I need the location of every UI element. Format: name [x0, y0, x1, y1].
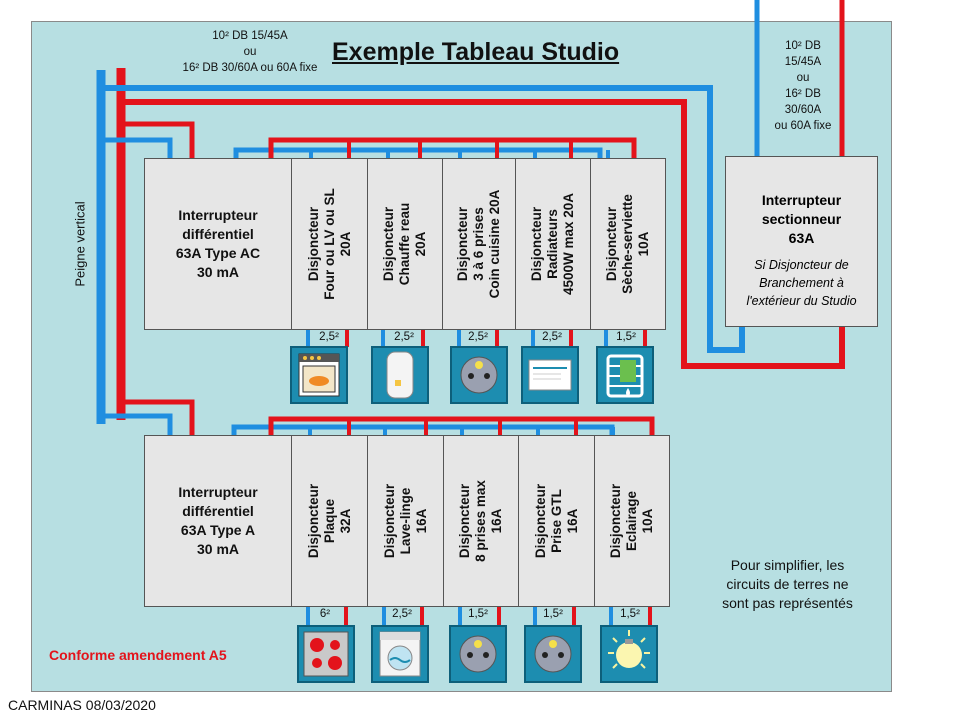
phase-bus-row1 [268, 137, 637, 158]
diff-line: Interrupteur [178, 207, 258, 223]
right-note-line: ou [796, 72, 810, 84]
wire-gauge-label: 1,5² [543, 608, 563, 620]
top-cable-note: 10² DB 15/45A ou 16² DB 30/60A ou 60A fi… [150, 28, 350, 76]
towel-dryer-icon [596, 346, 654, 404]
phase-diff2-feed [121, 399, 195, 435]
diff-line: Interrupteur [178, 484, 258, 500]
diff-switch-row1: Interrupteur différentiel 63A Type AC 30… [144, 158, 292, 330]
diff-line: 63A Type A [180, 522, 256, 538]
right-note-line: 16² DB [785, 88, 821, 100]
right-note-line: ou 60A fixe [774, 120, 832, 132]
compliance-note: Conforme amendement A5 [49, 647, 227, 663]
wire-gauge-label: 2,5² [392, 608, 412, 620]
wire-gauge-label: 2,5² [319, 331, 339, 343]
top-note-line: 16² DB 30/60A ou 60A fixe [182, 62, 318, 74]
wire-group [96, 0, 845, 626]
right-cable-note: 10² DB 15/45A ou 16² DB 30/60A ou 60A fi… [762, 38, 844, 134]
phase-diff1-feed [121, 121, 195, 158]
radiator-icon [521, 346, 579, 404]
page-title: Exemple Tableau Studio [332, 38, 620, 66]
diff-switch-label: Interrupteur différentiel 63A Type AC 30… [145, 206, 291, 282]
wire-gauge-label: 2,5² [468, 331, 488, 343]
wire-gauge-label: 2,5² [542, 331, 562, 343]
phase-feed-wire [121, 99, 845, 369]
outlet-icon [449, 625, 507, 683]
right-note-line: 10² DB [785, 40, 821, 52]
outlet-icon [450, 346, 508, 404]
wire-gauge-label: 6² [319, 608, 331, 620]
neutral-feed-wire [101, 85, 745, 353]
author-signature: CARMINAS 08/03/2020 [8, 697, 156, 713]
diff-switch-row2: Interrupteur différentiel 63A Type A 30 … [144, 435, 292, 607]
water-heater-icon [371, 346, 429, 404]
diff-line: 63A Type AC [175, 245, 261, 261]
outlet-icon [524, 625, 582, 683]
top-note-line: ou [243, 46, 257, 58]
peigne-vertical-label: Peigne vertical [72, 201, 88, 287]
diff-line: 30 mA [196, 264, 240, 280]
wire-gauge-label: 1,5² [620, 608, 640, 620]
neutral-diff2-feed [101, 413, 173, 435]
top-note-line: 10² DB 15/45A [212, 30, 288, 42]
neutral-diff1-feed [101, 137, 173, 158]
wire-gauge-label: 1,5² [616, 331, 636, 343]
washing-machine-icon [371, 625, 429, 683]
cooktop-icon [297, 625, 355, 683]
phase-bus-row2 [268, 416, 655, 435]
oven-icon [290, 346, 348, 404]
right-note-line: 15/45A [784, 56, 822, 68]
right-note-line: 30/60A [784, 104, 822, 116]
diff-line: 30 mA [196, 541, 240, 557]
diff-switch-label: Interrupteur différentiel 63A Type A 30 … [145, 483, 291, 559]
wire-gauge-label: 1,5² [468, 608, 488, 620]
light-bulb-icon [600, 625, 658, 683]
diff-line: différentiel [182, 503, 254, 519]
diff-line: différentiel [182, 226, 254, 242]
neutral-bus-row2 [231, 424, 615, 435]
wire-gauge-label: 2,5² [394, 331, 414, 343]
